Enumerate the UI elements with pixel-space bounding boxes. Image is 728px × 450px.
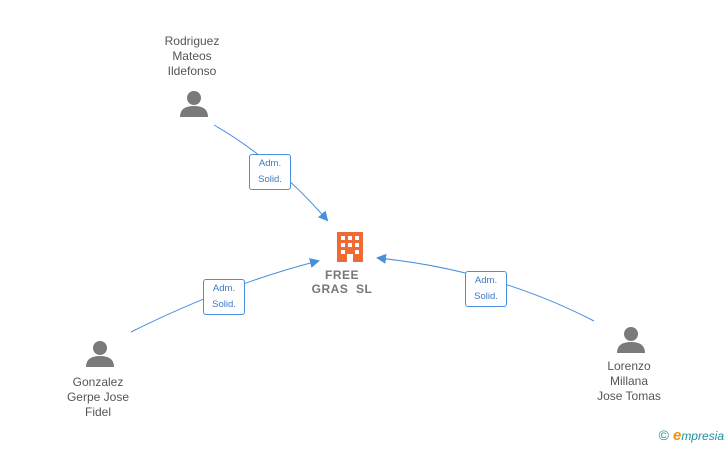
person-name-line: Millana (609, 374, 648, 388)
person-name-line: Lorenzo (607, 359, 651, 373)
person-name-line: Fidel (84, 405, 111, 419)
copyright-icon: © (658, 427, 669, 443)
edge-role-line: Adm. (474, 275, 498, 286)
brand-logo: empresia (672, 427, 724, 444)
person-name-line: Ildefonso (167, 64, 217, 78)
edge-role-line: Adm. (258, 158, 282, 169)
company-name-line: FREE (324, 268, 359, 282)
person-name-line: Mateos (172, 49, 212, 63)
edge-role-badge[interactable]: Adm. Solid. (203, 279, 245, 315)
person-name-line: Jose Tomas (597, 389, 661, 403)
edge-role-line: Solid. (474, 291, 498, 302)
person-name-line: Gerpe Jose (66, 390, 130, 404)
edge-role-badge[interactable]: Adm. Solid. (465, 271, 507, 307)
person-name-line: Rodriguez (164, 34, 220, 48)
person-name-gonzalez[interactable]: Gonzalez Gerpe Jose Fidel (33, 375, 163, 420)
person-name-lorenzo[interactable]: Lorenzo Millana Jose Tomas (564, 359, 694, 404)
person-icon (617, 327, 645, 353)
edge-role-badge[interactable]: Adm. Solid. (249, 154, 291, 190)
edge-role-line: Solid. (258, 174, 282, 185)
person-name-rodriguez[interactable]: Rodriguez Mateos Ildefonso (127, 34, 257, 79)
person-name-line: Gonzalez (72, 375, 124, 389)
person-icon (86, 341, 114, 367)
edge-role-line: Solid. (212, 299, 236, 310)
building-icon (337, 232, 363, 262)
empresia-watermark: ©empresia (659, 427, 724, 444)
edge-role-line: Adm. (212, 283, 236, 294)
company-name-line: GRAS SL (311, 282, 373, 296)
person-icon (180, 91, 208, 117)
company-name[interactable]: FREE GRAS SL (292, 268, 392, 296)
